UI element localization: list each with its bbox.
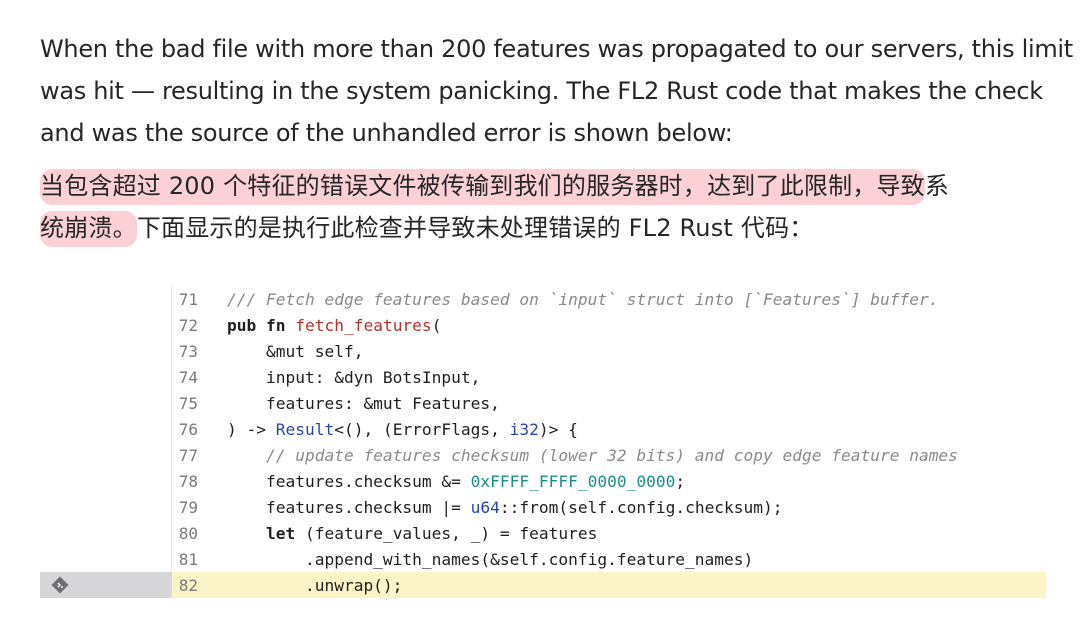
- english-paragraph: When the bad file with more than 200 fea…: [40, 28, 1073, 154]
- paragraph-line: When the bad file with more than 200 fea…: [40, 35, 1073, 63]
- code-text: features.checksum |= u64::from(self.conf…: [227, 498, 783, 517]
- line-number: 74: [178, 367, 198, 387]
- type-name: u64: [470, 497, 500, 517]
- function-name: fetch_features: [295, 315, 432, 335]
- code-line: 79 features.checksum |= u64::from(self.c…: [40, 494, 1046, 520]
- translation-text: 系: [924, 172, 950, 200]
- code-line: 77 // update features checksum (lower 32…: [40, 442, 1046, 468]
- code-text: input: &dyn BotsInput,: [227, 367, 481, 387]
- code-line: 74 input: &dyn BotsInput,: [40, 364, 1046, 390]
- highlighted-text: 统崩溃。: [40, 211, 137, 247]
- code-line: 73 &mut self,: [40, 338, 1046, 364]
- punctuation: )> {: [538, 419, 578, 439]
- line-number: 72: [178, 315, 198, 335]
- code-segment: features.checksum |=: [227, 497, 471, 517]
- translation-text: 下面显示的是执行此检查并导致未处理错误的 FL2 Rust 代码：: [136, 214, 814, 242]
- translation-line: 统崩溃。下面显示的是执行此检查并导致未处理错误的 FL2 Rust 代码：: [40, 207, 1055, 249]
- gutter-divider: [171, 546, 172, 572]
- hex-literal: 0xFFFF_FFFF_0000_0000: [470, 471, 676, 491]
- line-number: 73: [178, 341, 198, 361]
- gutter-divider: [171, 416, 172, 442]
- gutter-marker[interactable]: [40, 572, 171, 598]
- line-number: 79: [178, 497, 198, 517]
- code-line-active: 82 .unwrap();: [40, 572, 1046, 598]
- gutter-divider: [171, 286, 172, 312]
- gutter-divider: [171, 338, 172, 364]
- gutter-divider: [171, 520, 172, 546]
- translation-line: 当包含超过 200 个特征的错误文件被传输到我们的服务器时，达到了此限制，导致系: [40, 165, 1055, 207]
- type-name: i32: [509, 419, 539, 439]
- code-line: 81 .append_with_names(&self.config.featu…: [40, 546, 1046, 572]
- paragraph-line: was hit — resulting in the system panick…: [40, 77, 1043, 105]
- line-number: 76: [178, 419, 198, 439]
- code-text: features: &mut Features,: [227, 393, 500, 413]
- code-text: pub fn fetch_features(: [227, 316, 441, 335]
- code-segment: ::from(self.config.checksum);: [499, 497, 783, 517]
- gutter-divider: [171, 390, 172, 416]
- code-line: 72 pub fn fetch_features(: [40, 312, 1046, 338]
- code-text: .append_with_names(&self.config.feature_…: [227, 549, 754, 569]
- git-diff-icon: [51, 576, 69, 594]
- code-text: /// Fetch edge features based on `input`…: [227, 289, 939, 309]
- paragraph-line: and was the source of the unhandled erro…: [40, 119, 733, 147]
- code-text: ) -> Result<(), (ErrorFlags, i32)> {: [227, 420, 578, 439]
- code-line: 71 /// Fetch edge features based on `inp…: [40, 286, 1046, 312]
- line-number: 71: [178, 289, 198, 309]
- gutter-divider: [171, 312, 172, 338]
- code-text: // update features checksum (lower 32 bi…: [227, 445, 958, 465]
- code-line: 80 let (feature_values, _) = features: [40, 520, 1046, 546]
- punctuation: <(), (ErrorFlags,: [334, 419, 510, 439]
- code-line: 75 features: &mut Features,: [40, 390, 1046, 416]
- code-segment: features.checksum &=: [227, 471, 471, 491]
- code-text: features.checksum &= 0xFFFF_FFFF_0000_00…: [227, 472, 685, 491]
- code-segment: (feature_values, _) = features: [295, 523, 598, 543]
- gutter-divider: [171, 442, 172, 468]
- chinese-translation: 当包含超过 200 个特征的错误文件被传输到我们的服务器时，达到了此限制，导致系…: [40, 165, 1055, 249]
- line-number: 80: [178, 523, 198, 543]
- type-name: Result: [275, 419, 335, 439]
- code-text: let (feature_values, _) = features: [227, 524, 597, 543]
- line-number: 82: [178, 575, 198, 595]
- code-block: 71 /// Fetch edge features based on `inp…: [40, 286, 1046, 598]
- keyword: let: [227, 523, 296, 543]
- gutter-divider: [171, 468, 172, 494]
- gutter-divider: [171, 494, 172, 520]
- code-text: &mut self,: [227, 341, 364, 361]
- line-number: 75: [178, 393, 198, 413]
- code-line: 78 features.checksum &= 0xFFFF_FFFF_0000…: [40, 468, 1046, 494]
- punctuation: (: [431, 315, 442, 335]
- punctuation: ) ->: [227, 419, 276, 439]
- highlighted-text: 当包含超过 200 个特征的错误文件被传输到我们的服务器时，达到了此限制，导致: [40, 169, 925, 205]
- gutter-divider: [171, 364, 172, 390]
- gutter-divider: [171, 572, 172, 598]
- line-number: 77: [178, 445, 198, 465]
- keyword: pub fn: [227, 315, 296, 335]
- line-number: 78: [178, 471, 198, 491]
- code-text: .unwrap();: [227, 575, 403, 595]
- line-number: 81: [178, 549, 198, 569]
- punctuation: ;: [675, 471, 686, 491]
- code-line: 76 ) -> Result<(), (ErrorFlags, i32)> {: [40, 416, 1046, 442]
